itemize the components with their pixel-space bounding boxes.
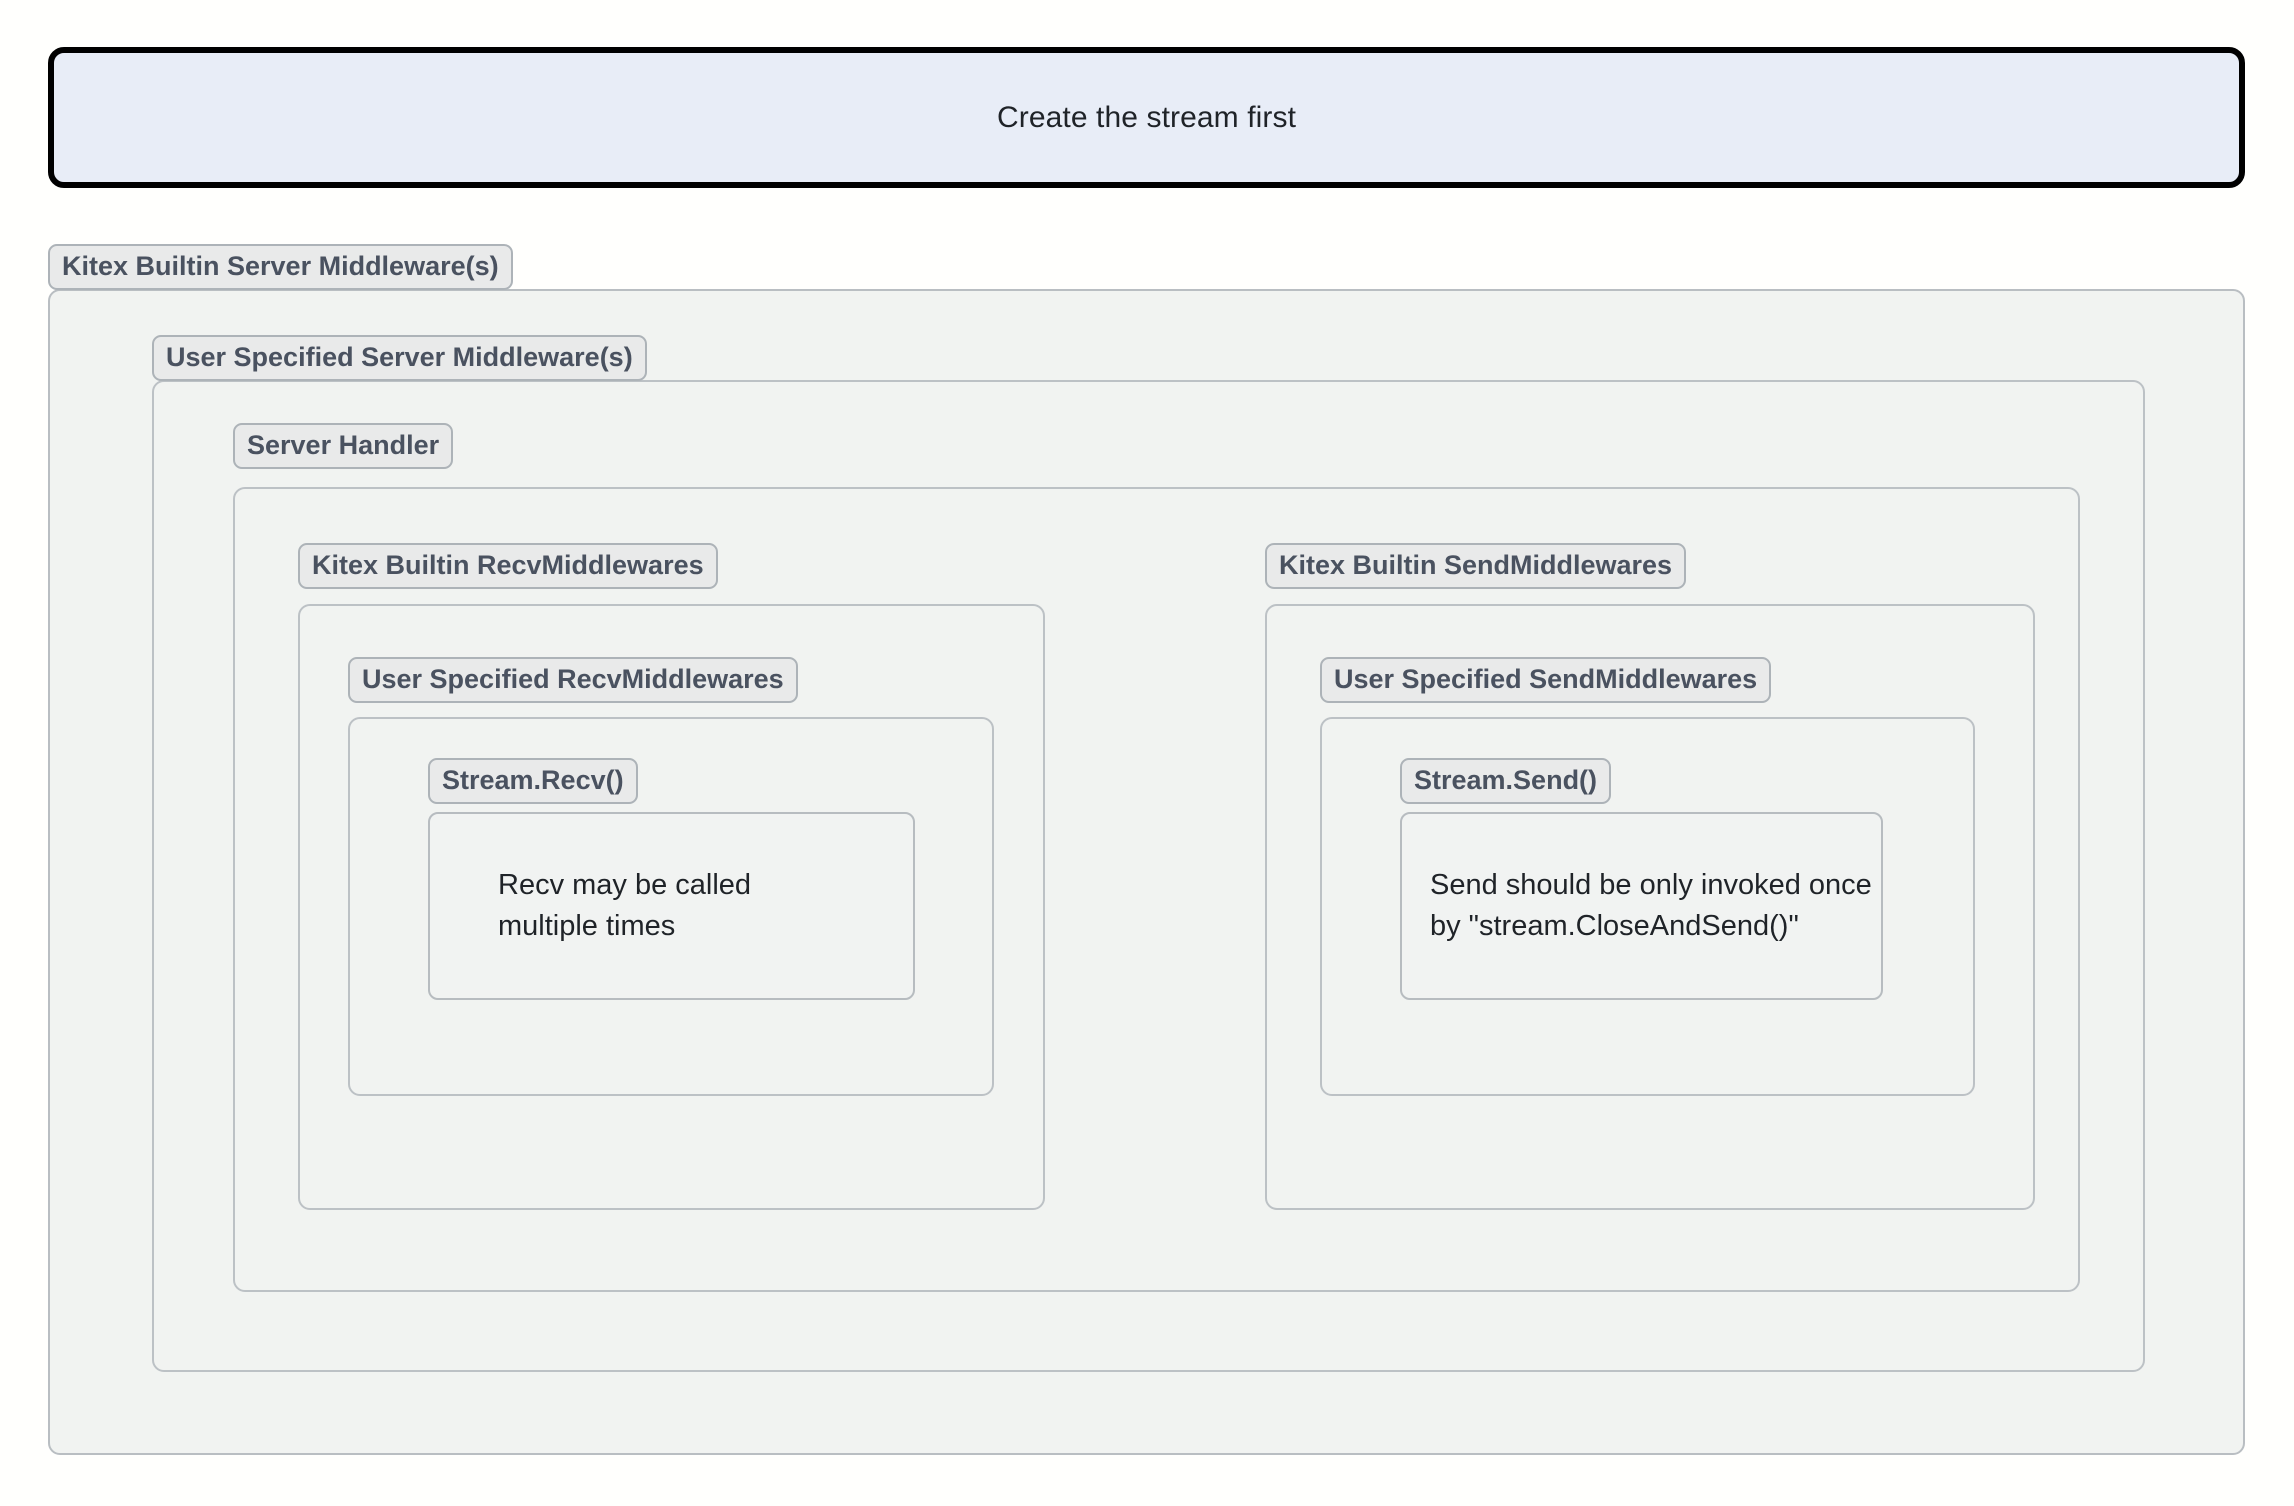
- group-label-user-specified-send-middlewares: User Specified SendMiddlewares: [1320, 657, 1772, 704]
- create-stream-banner: Create the stream first: [48, 47, 2245, 188]
- group-label-stream-send: Stream.Send(): [1400, 758, 1612, 805]
- group-label-kitex-builtin-send-middlewares: Kitex Builtin SendMiddlewares: [1265, 543, 1687, 590]
- group-label-kitex-builtin-recv-middlewares: Kitex Builtin RecvMiddlewares: [298, 543, 718, 590]
- note-send-text: Send should be only invoked once by "str…: [1430, 868, 1872, 942]
- group-label-stream-recv: Stream.Recv(): [428, 758, 638, 805]
- banner-label: Create the stream first: [996, 100, 1297, 134]
- group-label-user-specified-server-middlewares: User Specified Server Middleware(s): [152, 335, 647, 382]
- group-label-user-specified-recv-middlewares: User Specified RecvMiddlewares: [348, 657, 798, 704]
- group-label-kitex-builtin-server-middlewares: Kitex Builtin Server Middleware(s): [48, 244, 513, 291]
- note-recv-text: Recv may be called multiple times: [498, 868, 752, 942]
- group-label-server-handler: Server Handler: [233, 423, 454, 470]
- note-recv: Recv may be called multiple times: [428, 812, 915, 1000]
- note-send: Send should be only invoked once by "str…: [1400, 812, 1883, 1000]
